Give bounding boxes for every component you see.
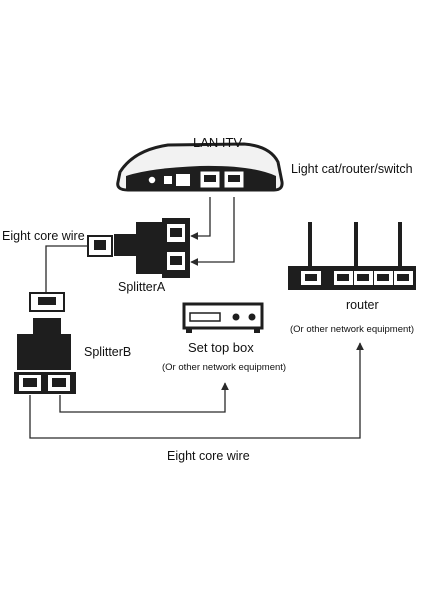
splitter-a-label: SplitterA (118, 280, 166, 294)
wire-connections (29, 197, 364, 439)
modem-to-splitter-a-port1-wire (190, 197, 211, 240)
router-icon (288, 222, 416, 290)
set-top-box-label: Set top box (188, 340, 254, 355)
rj45-jack-icon (87, 235, 113, 257)
eight-core-wire-bottom-label: Eight core wire (167, 449, 250, 463)
router-note-label: (Or other network equipment) (290, 324, 415, 335)
light-cat-router-switch-label: Light cat/router/switch (291, 162, 413, 176)
splitter-b-to-router-wire (29, 342, 364, 439)
set-top-box-note-label: (Or other network equipment) (162, 362, 287, 373)
lan-itv-modem-icon (116, 142, 284, 192)
set-top-box-icon (182, 302, 264, 333)
lan-itv-label: LAN ITV (193, 135, 243, 150)
modem-to-splitter-a-port2-wire (190, 197, 235, 266)
splitter-a-icon (114, 218, 190, 278)
router-label: router (346, 298, 379, 312)
splitter-b-to-set-top-box-wire (59, 382, 229, 413)
eight-core-wire-top (45, 245, 88, 292)
splitter-b-icon (14, 292, 76, 394)
eight-core-wire-top-label: Eight core wire (2, 229, 85, 243)
splitter-b-label: SplitterB (84, 345, 132, 359)
